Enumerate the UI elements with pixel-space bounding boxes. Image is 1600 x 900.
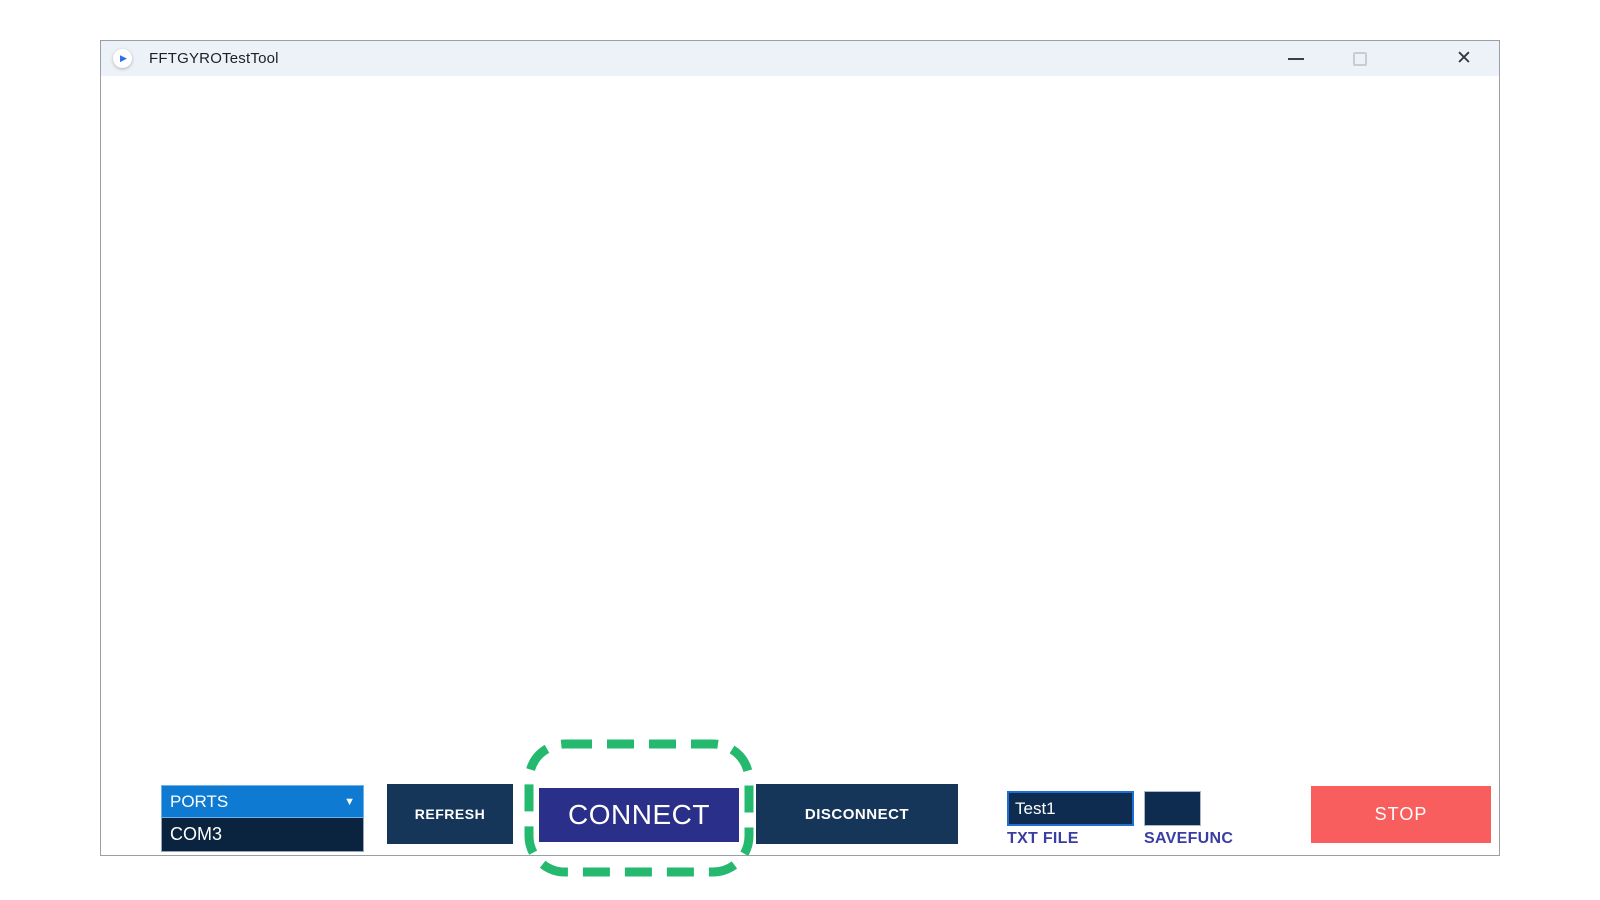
ports-dropdown[interactable]: PORTS ▼ [161, 785, 364, 818]
savefunc-box[interactable] [1144, 791, 1201, 826]
maximize-button[interactable] [1343, 41, 1377, 76]
close-button[interactable]: ✕ [1447, 41, 1481, 76]
port-option-label: COM3 [170, 824, 223, 844]
disconnect-button[interactable]: DISCONNECT [756, 784, 958, 844]
txt-file-label: TXT FILE [1007, 830, 1079, 847]
maximize-icon [1353, 51, 1367, 66]
window-title: FFTGYROTestTool [149, 50, 279, 67]
play-icon: ▶ [120, 53, 127, 63]
titlebar: ▶ FFTGYROTestTool ✕ [101, 41, 1499, 76]
port-option-com3[interactable]: COM3 [161, 818, 364, 852]
stop-button[interactable]: STOP [1311, 786, 1491, 843]
txt-file-input[interactable] [1007, 791, 1134, 826]
minimize-button[interactable] [1279, 41, 1313, 76]
savefunc-label: SAVEFUNC [1144, 830, 1234, 847]
main-content-area [101, 76, 1499, 855]
chevron-down-icon: ▼ [344, 795, 355, 808]
app-window: ▶ FFTGYROTestTool ✕ PORTS ▼ COM3 [100, 40, 1500, 877]
app-icon: ▶ [113, 49, 132, 68]
ports-dropdown-label: PORTS [170, 791, 229, 811]
refresh-button[interactable]: REFRESH [387, 784, 513, 844]
connect-button[interactable]: CONNECT [539, 788, 739, 842]
close-icon: ✕ [1456, 48, 1472, 69]
minimize-icon [1288, 57, 1304, 60]
ports-group: PORTS ▼ COM3 [161, 785, 364, 852]
